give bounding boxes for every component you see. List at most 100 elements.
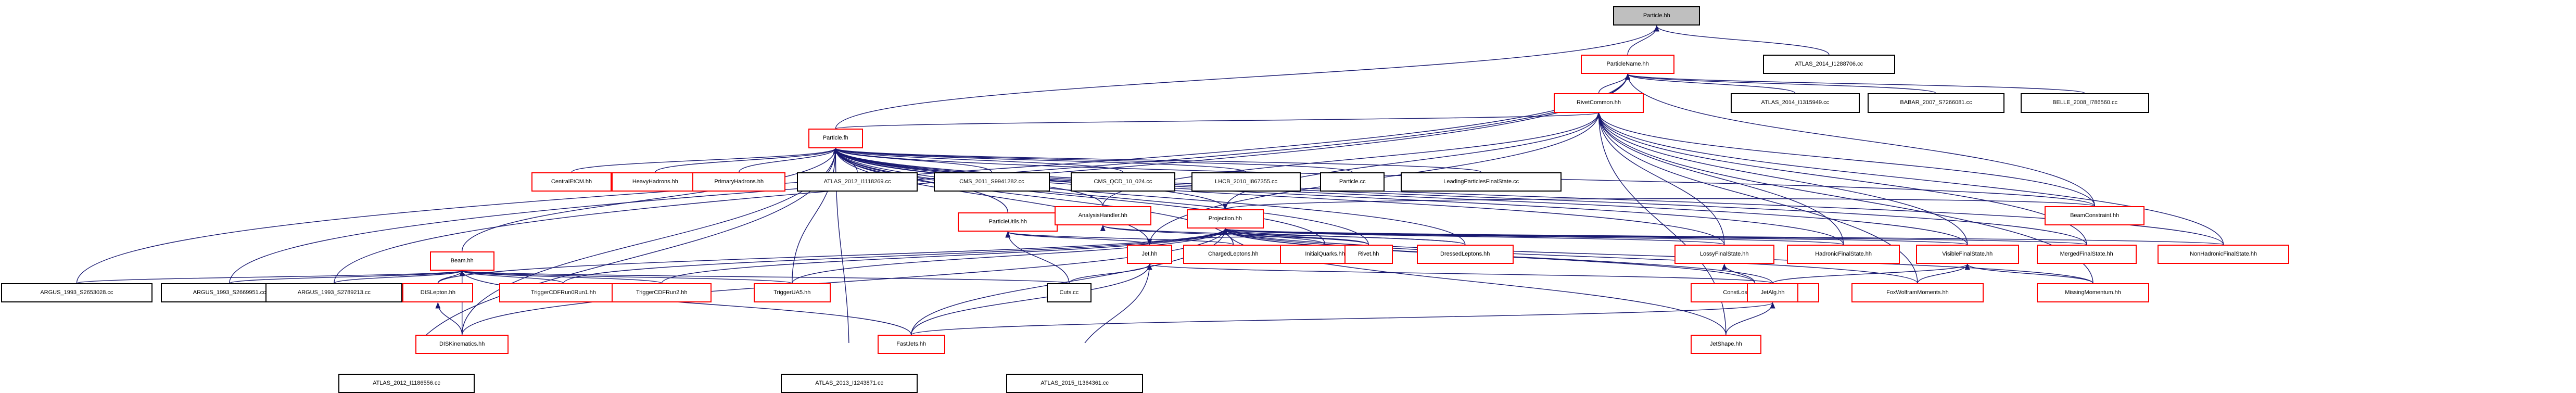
node-label: TriggerUA5.hh — [773, 289, 811, 296]
node-label: FoxWolframMoments.hh — [1886, 289, 1949, 296]
edge-jetshape-hh-to-jetalg-hh — [1725, 302, 1775, 335]
node-rivet-hh[interactable]: Rivet.hh — [1344, 245, 1393, 264]
node-centraletcm-hh[interactable]: CentralEtCM.hh — [531, 172, 612, 192]
edge-atlas-2014-i1315949-to-particlename-hh — [1625, 73, 1796, 94]
node-label: ParticleName.hh — [1606, 61, 1649, 68]
node-hadronicfinalstate-hh[interactable]: HadronicFinalState.hh — [1787, 245, 1900, 264]
node-particle-cc[interactable]: Particle.cc — [1320, 172, 1385, 192]
node-dressedleptons-hh[interactable]: DressedLeptons.hh — [1416, 245, 1514, 264]
node-label: TriggerCDFRun2.hh — [636, 289, 688, 296]
node-argus-1993-s2789213[interactable]: ARGUS_1993_S2789213.cc — [265, 283, 403, 303]
node-jetshape-hh[interactable]: JetShape.hh — [1690, 335, 1761, 354]
node-label: CentralEtCM.hh — [551, 179, 592, 185]
edge-heavyhadrons-hh-to-particle-fh — [655, 147, 839, 173]
edge-triggercdfrun0run1-hh-to-beam-hh — [459, 270, 564, 284]
node-label: ARGUS_1993_S2653028.cc — [40, 289, 113, 296]
node-missingmomentum-hh[interactable]: MissingMomentum.hh — [2036, 283, 2150, 303]
node-triggercdfrun2-hh[interactable]: TriggerCDFRun2.hh — [612, 283, 712, 303]
node-label: Jet.hh — [1141, 251, 1158, 258]
node-chargedleptons-hh[interactable]: ChargedLeptons.hh — [1183, 245, 1284, 264]
node-label: Particle.hh — [1643, 12, 1670, 19]
node-belle-2008-i786560[interactable]: BELLE_2008_I786560.cc — [2020, 93, 2150, 113]
edge-atlas-2014-i1288706-to-particle-hh — [1654, 25, 1830, 55]
node-atlas-2013-i1243871[interactable]: ATLAS_2013_I1243871.cc — [781, 373, 918, 393]
node-dislepton-hh[interactable]: DISLepton.hh — [402, 283, 474, 303]
edge-belle-2008-i786560-to-particlename-hh — [1625, 73, 2086, 94]
node-atlas-2012-i1186556[interactable]: ATLAS_2012_I1186556.cc — [338, 373, 475, 393]
node-atlas-2012-i1118269[interactable]: ATLAS_2012_I1118269.cc — [797, 172, 918, 192]
edge-argus-1993-s2653028-to-beam-hh — [76, 270, 465, 284]
node-label: LHCB_2010_I867355.cc — [1215, 179, 1277, 185]
edge-constlossyfinalstate-hh-to-lossyfinalstate-hh — [1721, 263, 1756, 284]
edge-babar-2007-s7266081-to-particlename-hh — [1625, 73, 1937, 94]
edge-chargedleptons-hh-to-particleutils-hh — [1005, 231, 1234, 245]
node-heavyhadrons-hh[interactable]: HeavyHadrons.hh — [612, 172, 699, 192]
node-triggercdfrun0run1-hh[interactable]: TriggerCDFRun0Run1.hh — [499, 283, 628, 303]
edge-beamconstraint-hh-to-rivetcommon-hh — [1596, 112, 2095, 206]
node-projection-hh[interactable]: Projection.hh — [1186, 209, 1264, 229]
node-atlas-2014-i1288706[interactable]: ATLAS_2014_I1288706.cc — [1762, 55, 1895, 74]
node-label: ATLAS_2013_I1243871.cc — [815, 379, 883, 386]
node-foxwolframmoments-hh[interactable]: FoxWolframMoments.hh — [1851, 283, 1984, 303]
edge-particle-fh-to-rivetcommon-hh — [835, 112, 1601, 130]
edge-lossyfinalstate-hh-to-particle-fh — [833, 147, 1725, 245]
edge-missingmomentum-hh-to-visiblefinalstate-hh — [1964, 263, 2093, 284]
edge-primaryhadrons-hh-to-particle-fh — [739, 147, 839, 173]
node-label: HeavyHadrons.hh — [632, 179, 678, 185]
node-label: BeamConstraint.hh — [2070, 212, 2120, 219]
node-mergedfinalstate-hh[interactable]: MergedFinalState.hh — [2036, 245, 2137, 264]
node-beam-hh[interactable]: Beam.hh — [429, 251, 494, 271]
node-atlas-2014-i1315949[interactable]: ATLAS_2014_I1315949.cc — [1731, 93, 1860, 113]
node-babar-2007-s7266081[interactable]: BABAR_2007_S7266081.cc — [1868, 93, 2004, 113]
edge-particle-fh-to-particle-hh — [835, 25, 1659, 129]
node-cms-qcd-10-024[interactable]: CMS_QCD_10_024.cc — [1070, 172, 1175, 192]
edge-nonhadronicfinalstate-hh-to-projection-hh — [1223, 228, 2224, 245]
node-label: NonHadronicFinalState.hh — [2190, 251, 2257, 258]
node-diskinematics-hh[interactable]: DISKinematics.hh — [415, 335, 509, 354]
node-rivetcommon-hh[interactable]: RivetCommon.hh — [1553, 93, 1644, 113]
node-triggerua5-hh[interactable]: TriggerUA5.hh — [753, 283, 831, 303]
node-particle-fh[interactable]: Particle.fh — [808, 129, 863, 148]
node-label: LeadingParticlesFinalState.cc — [1443, 179, 1519, 185]
edge-triggerua5-hh-to-beam-hh — [460, 270, 793, 284]
node-nonhadronicfinalstate-hh[interactable]: NonHadronicFinalState.hh — [2157, 245, 2290, 264]
node-lhcb-2010-i867355[interactable]: LHCB_2010_I867355.cc — [1191, 172, 1301, 192]
edge-triggercdfrun2-hh-to-projection-hh — [661, 228, 1228, 284]
edge-hadronicfinalstate-hh-to-particle-fh — [833, 147, 1844, 245]
node-visiblefinalstate-hh[interactable]: VisibleFinalState.hh — [1915, 245, 2019, 264]
edge-particle-cc-to-particle-fh — [833, 147, 1353, 173]
edge-cuts-cc-to-particleutils-hh — [1005, 231, 1070, 284]
edge-jetalg-hh-to-visiblefinalstate-hh — [1772, 263, 1970, 284]
node-particle-hh: Particle.hh — [1613, 6, 1701, 26]
edge-triggercdfrun2-hh-to-beam-hh — [460, 270, 662, 284]
node-cuts-cc[interactable]: Cuts.cc — [1046, 283, 1092, 303]
node-label: JetAlg.hh — [1760, 289, 1785, 296]
node-leadingparticlesfinalstate-cc[interactable]: LeadingParticlesFinalState.cc — [1401, 172, 1562, 192]
node-particlename-hh[interactable]: ParticleName.hh — [1581, 55, 1674, 74]
node-analysishandler-hh[interactable]: AnalysisHandler.hh — [1054, 206, 1151, 226]
node-beamconstraint-hh[interactable]: BeamConstraint.hh — [2045, 206, 2145, 226]
edge-mergedfinalstate-hh-to-particle-fh — [833, 147, 2087, 245]
node-label: CMS_QCD_10_024.cc — [1094, 179, 1152, 185]
edge-mergedfinalstate-hh-to-rivetcommon-hh — [1596, 112, 2087, 245]
node-label: Rivet.hh — [1357, 251, 1379, 258]
node-jetalg-hh[interactable]: JetAlg.hh — [1747, 283, 1798, 303]
node-label: DISKinematics.hh — [439, 341, 485, 348]
edge-fastjets-hh-to-jet-hh — [911, 263, 1152, 335]
node-cms-2011-s9941282[interactable]: CMS_2011_S9941282.cc — [934, 172, 1050, 192]
edge-fastjets-hh-to-beam-hh — [459, 270, 912, 335]
node-particleutils-hh[interactable]: ParticleUtils.hh — [958, 212, 1058, 232]
node-argus-1993-s2653028[interactable]: ARGUS_1993_S2653028.cc — [1, 283, 153, 303]
node-label: ATLAS_2014_I1288706.cc — [1795, 61, 1863, 68]
node-fastjets-hh[interactable]: FastJets.hh — [877, 335, 945, 354]
node-primaryhadrons-hh[interactable]: PrimaryHadrons.hh — [692, 172, 786, 192]
edge-beamconstraint-hh-to-particlename-hh — [1625, 73, 2095, 206]
edge-beamconstraint-hh-to-projection-hh — [1223, 198, 2095, 210]
node-atlas-2015-i1364361[interactable]: ATLAS_2015_I1364361.cc — [1006, 373, 1144, 393]
node-label: LossyFinalState.hh — [1699, 251, 1749, 258]
node-label: ATLAS_2012_I1118269.cc — [823, 179, 891, 185]
node-lossyfinalstate-hh[interactable]: LossyFinalState.hh — [1674, 245, 1774, 264]
node-label: ATLAS_2012_I1186556.cc — [373, 379, 440, 386]
node-label: Beam.hh — [450, 257, 474, 264]
node-jet-hh[interactable]: Jet.hh — [1127, 245, 1172, 264]
